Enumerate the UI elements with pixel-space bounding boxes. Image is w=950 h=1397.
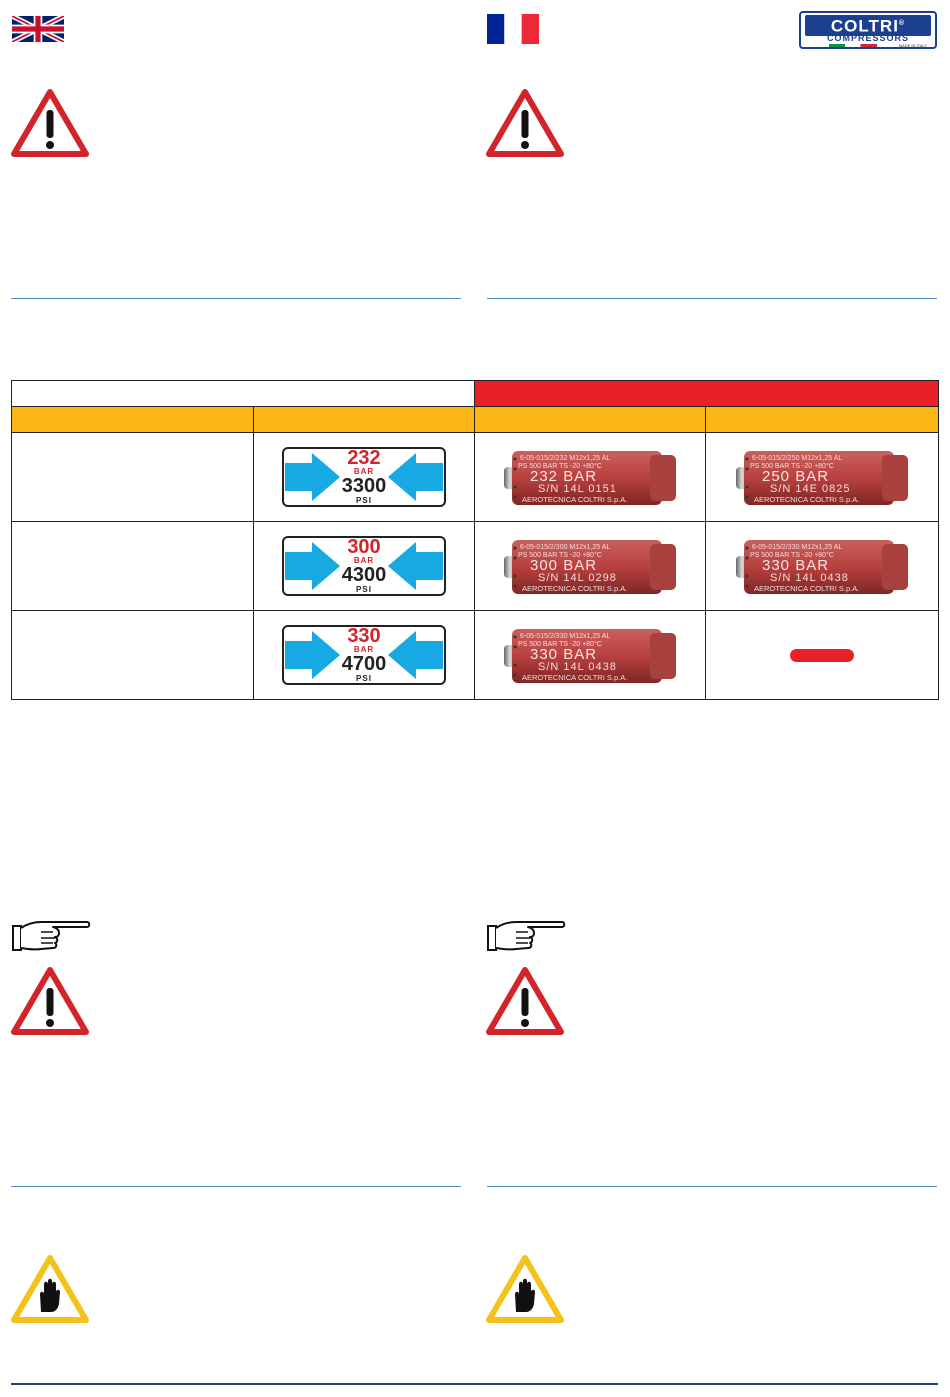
warning-triangle-icon: [11, 967, 89, 1035]
section-divider: [11, 298, 461, 299]
psi-unit: PSI: [356, 674, 372, 683]
header-cell-blank: [11, 380, 475, 407]
disk-spec: PS 500 BAR TS -20 +80°C: [518, 552, 602, 559]
burst-disk-table: 232 BAR 3300 PSI 6-05-015/2/232 M12x1,25…: [11, 380, 939, 700]
disk-serial: S/N 14L 0151: [538, 483, 617, 495]
burst-disk: 6-05-015/2/250 M12x1,25 AL PS 500 BAR TS…: [732, 447, 912, 507]
subheader-cell: [253, 406, 475, 433]
bar-value: 330: [347, 625, 381, 647]
disk-cell: 6-05-015/2/330 M12x1,25 AL PS 500 BAR TS…: [474, 610, 706, 700]
disk-maker: AEROTECNICA COLTRI S.p.A.: [522, 495, 628, 504]
logo-tagline: COMPRESSORS: [826, 33, 909, 43]
italian-stripe: [829, 44, 877, 47]
disk-cell: 6-05-015/2/232 M12x1,25 AL PS 500 BAR TS…: [474, 432, 706, 522]
pressure-badge: 300 BAR 4300 PSI: [282, 536, 446, 596]
pressure-cell: 300 BAR 4300 PSI: [253, 521, 475, 611]
table-row: 330 BAR 4700 PSI 6-05-015/2/330 M12x1,25…: [11, 610, 939, 700]
pressure-arrows-graphic: [282, 447, 446, 507]
warning-triangle-icon: [486, 89, 564, 157]
psi-value: 4300: [341, 564, 387, 586]
coltri-logo: COLTRI® COMPRESSORS MADE IN ITALY: [799, 11, 937, 49]
bar-value: 300: [347, 536, 381, 558]
description-cell: [11, 610, 254, 700]
disk-code: 6-05-015/2/330 M12x1,25 AL: [752, 544, 843, 551]
disk-rating: 330 BAR: [762, 557, 830, 574]
description-cell: [11, 521, 254, 611]
table-row: 232 BAR 3300 PSI 6-05-015/2/232 M12x1,25…: [11, 432, 939, 522]
section-divider: [487, 298, 937, 299]
disk-maker: AEROTECNICA COLTRI S.p.A.: [754, 495, 860, 504]
pointing-hand-icon: [487, 921, 566, 951]
bar-unit: BAR: [353, 467, 375, 476]
disk-spec: PS 500 BAR TS -20 +80°C: [518, 641, 602, 648]
psi-unit: PSI: [356, 585, 372, 594]
header-cell-red: [474, 380, 939, 407]
logo-brand: COLTRI: [830, 16, 899, 36]
burst-disk: 6-05-015/2/300 M12x1,25 AL PS 500 BAR TS…: [500, 536, 680, 596]
disk-code: 6-05-015/2/232 M12x1,25 AL: [520, 455, 611, 462]
warning-triangle-icon: [486, 967, 564, 1035]
bar-value: 232: [347, 447, 381, 469]
burst-disk-image: [736, 451, 908, 505]
disk-spec: PS 500 BAR TS -20 +80°C: [750, 463, 834, 470]
disk-serial: S/N 14L 0438: [770, 572, 849, 584]
disk-code: 6-05-015/2/250 M12x1,25 AL: [752, 455, 843, 462]
psi-unit: PSI: [356, 496, 372, 505]
pressure-arrows-graphic: [282, 625, 446, 685]
psi-value: 3300: [341, 475, 387, 497]
disk-rating: 330 BAR: [530, 646, 598, 663]
pointing-hand-icon: [12, 921, 91, 951]
disk-serial: S/N 14L 0298: [538, 572, 617, 584]
burst-disk: 6-05-015/2/330 M12x1,25 AL PS 500 BAR TS…: [732, 536, 912, 596]
disk-rating: 300 BAR: [530, 557, 598, 574]
burst-disk: 6-05-015/2/330 M12x1,25 AL PS 500 BAR TS…: [500, 625, 680, 685]
subheader-cell: [705, 406, 939, 433]
description-cell: [11, 432, 254, 522]
logo-made-in: MADE IN ITALY: [898, 43, 927, 48]
disk-spec: PS 500 BAR TS -20 +80°C: [518, 463, 602, 470]
uk-flag-icon: [12, 16, 64, 42]
pressure-arrows-graphic: [282, 536, 446, 596]
disk-cell: [705, 610, 939, 700]
disk-cell: 6-05-015/2/300 M12x1,25 AL PS 500 BAR TS…: [474, 521, 706, 611]
pressure-cell: 330 BAR 4700 PSI: [253, 610, 475, 700]
disk-code: 6-05-015/2/330 M12x1,25 AL: [520, 633, 611, 640]
pressure-badge: 232 BAR 3300 PSI: [282, 447, 446, 507]
not-available-dash: [790, 648, 854, 662]
section-divider: [11, 1186, 461, 1187]
disk-rating: 232 BAR: [530, 468, 598, 485]
disk-cell: 6-05-015/2/250 M12x1,25 AL PS 500 BAR TS…: [705, 432, 939, 522]
burst-disk-image: [504, 629, 676, 683]
subheader-cell: [11, 406, 254, 433]
disk-serial: S/N 14E 0825: [770, 483, 851, 495]
disk-rating: 250 BAR: [762, 468, 830, 485]
footer-divider: [11, 1383, 938, 1385]
pressure-badge: 330 BAR 4700 PSI: [282, 625, 446, 685]
disk-maker: AEROTECNICA COLTRI S.p.A.: [522, 673, 628, 682]
disk-maker: AEROTECNICA COLTRI S.p.A.: [522, 584, 628, 593]
stop-hand-icon: [486, 1255, 564, 1323]
bar-unit: BAR: [353, 645, 375, 654]
disk-serial: S/N 14L 0438: [538, 661, 617, 673]
bar-unit: BAR: [353, 556, 375, 565]
burst-disk-image: [736, 540, 908, 594]
france-flag-icon: [487, 14, 539, 44]
burst-disk-image: [504, 540, 676, 594]
burst-disk-image: [504, 451, 676, 505]
subheader-cell: [474, 406, 706, 433]
disk-spec: PS 500 BAR TS -20 +80°C: [750, 552, 834, 559]
burst-disk: 6-05-015/2/232 M12x1,25 AL PS 500 BAR TS…: [500, 447, 680, 507]
disk-cell: 6-05-015/2/330 M12x1,25 AL PS 500 BAR TS…: [705, 521, 939, 611]
section-divider: [487, 1186, 937, 1187]
pressure-cell: 232 BAR 3300 PSI: [253, 432, 475, 522]
stop-hand-icon: [11, 1255, 89, 1323]
disk-maker: AEROTECNICA COLTRI S.p.A.: [754, 584, 860, 593]
table-row: 300 BAR 4300 PSI 6-05-015/2/300 M12x1,25…: [11, 521, 939, 611]
psi-value: 4700: [341, 653, 387, 675]
disk-code: 6-05-015/2/300 M12x1,25 AL: [520, 544, 611, 551]
warning-triangle-icon: [11, 89, 89, 157]
